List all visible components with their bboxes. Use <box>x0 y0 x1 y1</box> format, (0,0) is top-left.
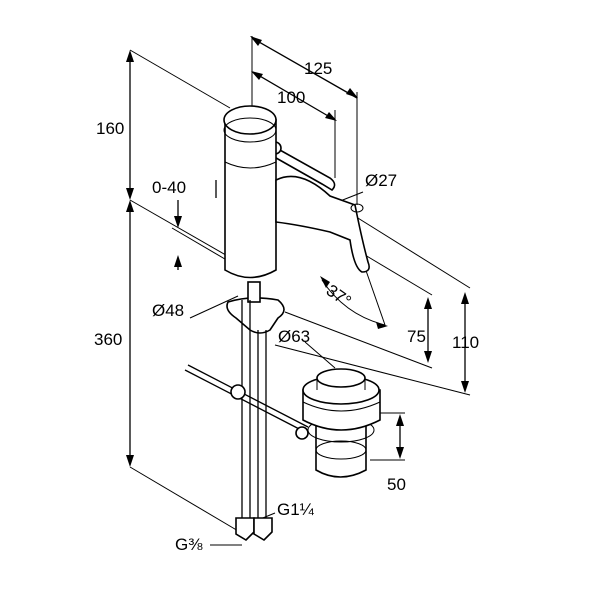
label-g38: G⅜ <box>175 535 203 554</box>
label-0-40: 0-40 <box>152 178 186 197</box>
hose-connector-left <box>235 517 255 542</box>
dim-37-angle <box>320 261 388 329</box>
faucet-body <box>184 105 370 542</box>
dim-125-line <box>250 36 358 205</box>
label-d63: Ø63 <box>278 327 310 346</box>
dim-160-line <box>126 49 231 200</box>
dim-50-line <box>360 412 405 461</box>
popup-rod <box>184 369 306 433</box>
dim-75-line <box>284 254 433 369</box>
body-seam <box>224 161 277 169</box>
waste-valve <box>295 368 381 478</box>
leader-d48 <box>189 295 239 319</box>
body-cap-ring <box>223 117 277 143</box>
label-50: 50 <box>387 475 406 494</box>
waste-flange-seam <box>302 401 381 412</box>
dim-0-40-line <box>171 200 231 270</box>
rod-connector <box>295 426 309 440</box>
dim-110-line <box>274 209 471 396</box>
waste-plug <box>316 368 366 388</box>
leader-d63 <box>304 341 336 369</box>
body-top-cap <box>223 105 277 135</box>
label-g114: G1¼ <box>277 500 315 519</box>
rod-clip <box>230 384 246 400</box>
label-75: 75 <box>407 327 426 346</box>
mounting-stud <box>247 281 261 303</box>
label-d27: Ø27 <box>365 171 397 190</box>
label-125: 125 <box>304 59 332 78</box>
dim-100-line <box>251 71 337 178</box>
label-110: 110 <box>452 333 479 352</box>
label-160: 160 <box>96 119 124 138</box>
waste-plug-sides <box>316 378 366 390</box>
hose-connector-right <box>253 517 273 542</box>
dim-360-line <box>126 199 246 536</box>
label-100: 100 <box>277 88 305 107</box>
label-360: 360 <box>94 330 122 349</box>
spout-end <box>350 203 364 213</box>
base-plate <box>226 297 285 334</box>
spout <box>275 175 370 273</box>
popup-rod-edge <box>187 364 309 428</box>
lever-handle <box>261 138 336 192</box>
label-d48: Ø48 <box>152 301 184 320</box>
waste-ring-1 <box>315 440 367 460</box>
body-cylinder <box>224 119 277 279</box>
